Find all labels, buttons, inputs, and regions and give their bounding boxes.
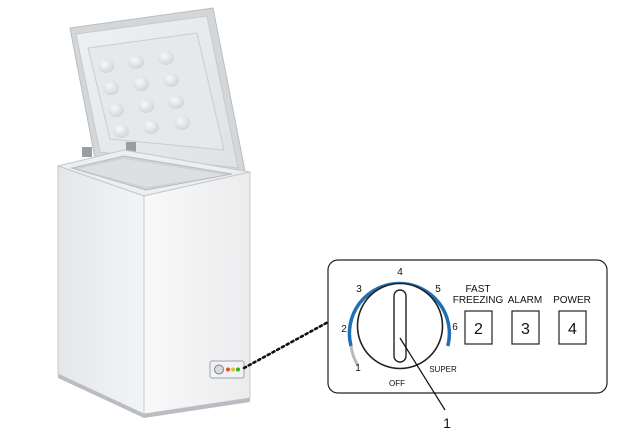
alarm-label: ALARM — [508, 295, 542, 306]
freezer-control-panel — [209, 360, 245, 379]
alarm-number: 3 — [521, 321, 530, 338]
lid-embossed-bumps — [98, 51, 190, 138]
temperature-dial: 1 2 3 4 5 6 OFF SUPER — [341, 267, 458, 388]
indicator-alarm: ALARM 3 — [508, 295, 542, 345]
indicator-fast-freezing: FAST FREEZING 2 — [453, 284, 504, 345]
indicator-power: POWER 4 — [553, 295, 591, 345]
alarm-box — [511, 310, 540, 345]
dial-mark-2: 2 — [341, 324, 347, 335]
dial-mark-6: 6 — [452, 322, 458, 333]
dial-off-label: OFF — [389, 379, 405, 388]
dial-mark-4: 4 — [397, 267, 403, 278]
dial-mark-5: 5 — [435, 284, 441, 295]
freezer-knob-icon — [214, 364, 224, 375]
callout-line-1 — [399, 337, 446, 411]
zoom-leader-line — [242, 319, 332, 370]
dial-mark-1: 1 — [355, 363, 361, 374]
dial-mark-3: 3 — [356, 284, 362, 295]
power-number: 4 — [568, 321, 577, 338]
freezer-lid — [69, 7, 247, 177]
hinge-left — [82, 147, 92, 157]
power-box — [558, 310, 587, 345]
fast-freezing-label-line2: FREEZING — [453, 295, 504, 306]
led-red — [226, 367, 230, 372]
cabinet-side — [57, 165, 145, 415]
hinge-right — [126, 142, 136, 152]
dial-scale-gray — [349, 345, 360, 367]
dial-super-label: SUPER — [429, 365, 457, 374]
led-yellow — [231, 367, 235, 372]
chest-freezer — [56, 7, 251, 418]
led-green — [236, 367, 240, 372]
power-label: POWER — [553, 295, 591, 306]
callout-number-1: 1 — [443, 415, 451, 431]
fast-freezing-box — [464, 310, 493, 345]
fast-freezing-label-line1: FAST — [465, 284, 490, 295]
fast-freezing-number: 2 — [474, 321, 483, 338]
dial-grip — [393, 289, 407, 363]
